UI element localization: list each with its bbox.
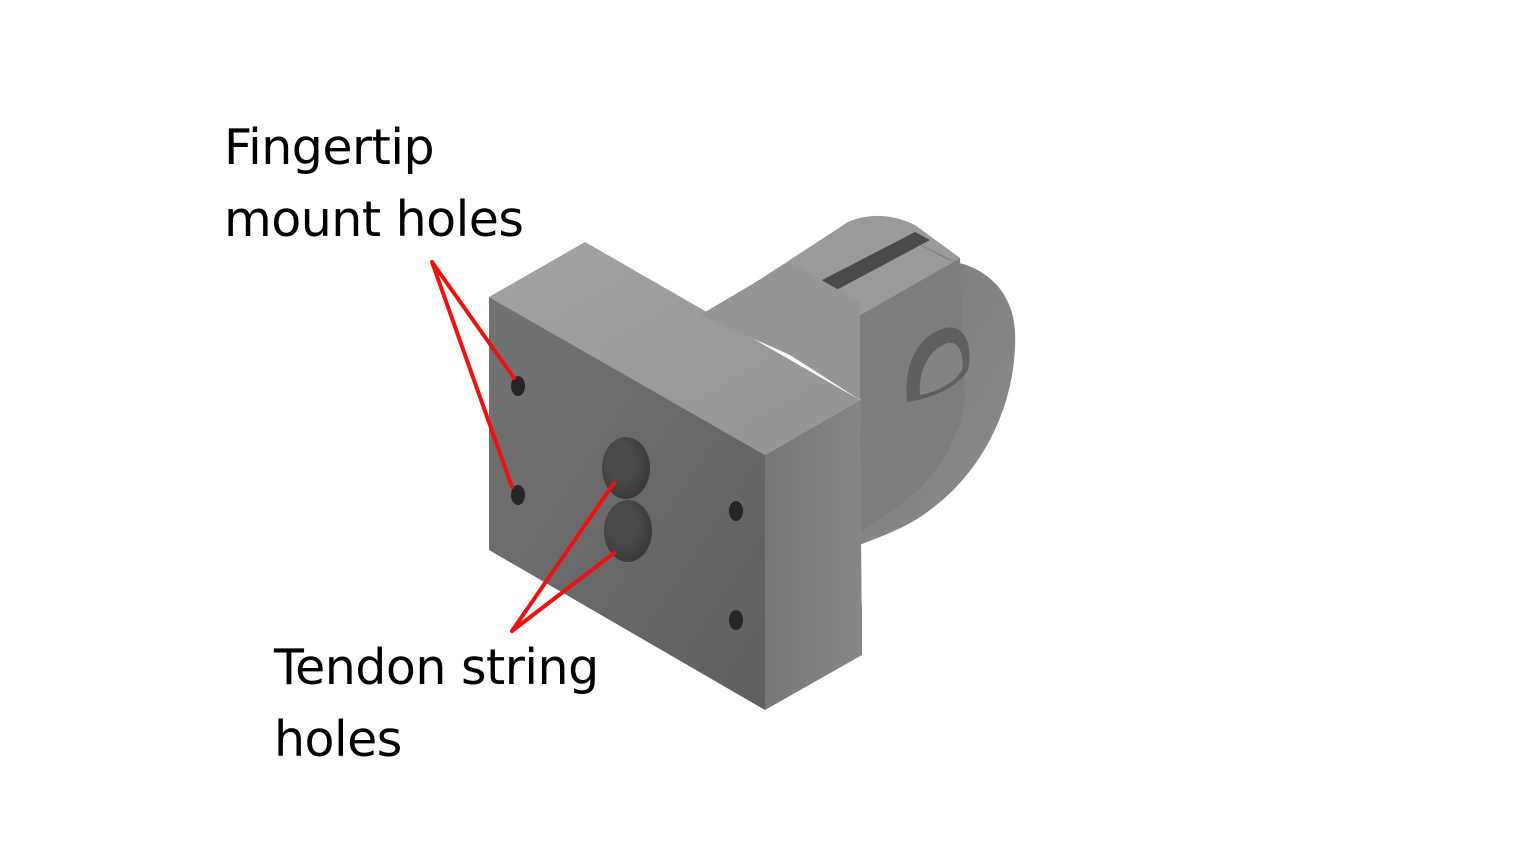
tendon-label-line1: Tendon string (274, 639, 599, 696)
fingertip-mount-holes-label: Fingertip mount holes (224, 112, 524, 256)
leader-mount-top (430, 260, 516, 380)
mount-hole-bottom-left (511, 485, 525, 505)
leader-tendon-upper (510, 481, 616, 633)
leader-mount-bottom (430, 260, 514, 489)
leader-tendon-lower (510, 551, 616, 633)
mount-hole-bottom-right (729, 610, 743, 630)
leader-lines (430, 260, 616, 633)
block-step-top (700, 262, 860, 400)
mount-hole-top-right (729, 501, 743, 521)
tendon-hole-upper-rim (607, 442, 635, 482)
pivot-hole-inner (919, 342, 963, 395)
block-side-face (765, 400, 862, 710)
fingertip-label-line2: mount holes (224, 191, 524, 248)
tendon-string-holes-label: Tendon string holes (274, 632, 599, 776)
fingertip-label-line1: Fingertip (224, 119, 435, 176)
tendon-hole-lower-rim (609, 505, 637, 545)
mount-hole-top-left (511, 376, 525, 396)
main-block (489, 242, 862, 710)
block-top-face (489, 242, 860, 455)
tendon-label-line2: holes (274, 711, 402, 768)
lug-slot-wall (905, 237, 955, 262)
